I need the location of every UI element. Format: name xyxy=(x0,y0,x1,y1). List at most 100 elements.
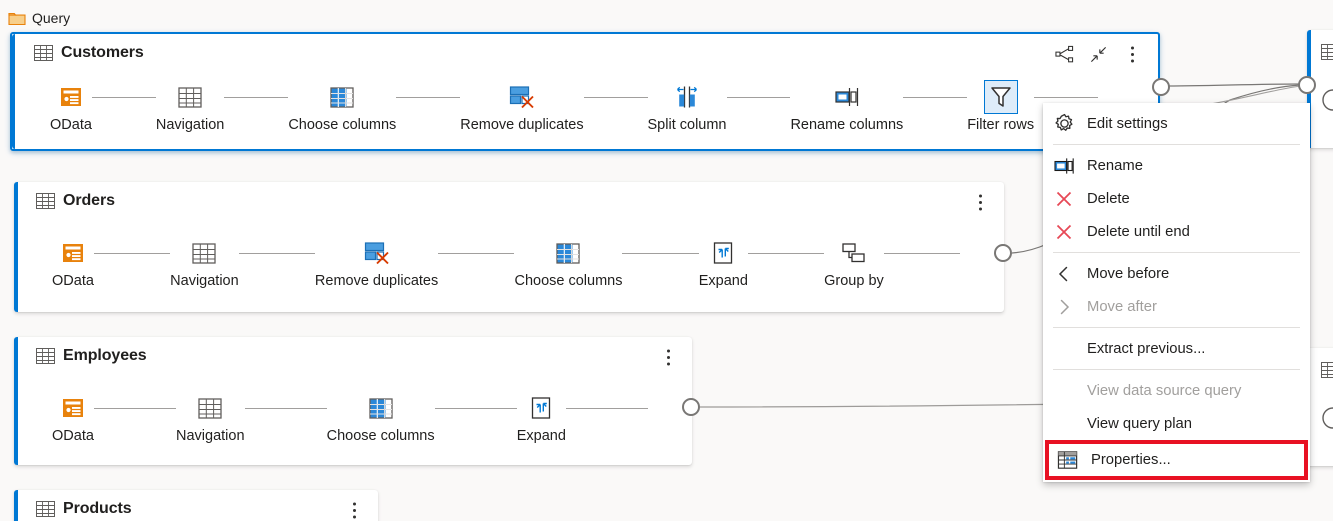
step-icon-box[interactable] xyxy=(706,236,740,270)
more-options-icon[interactable] xyxy=(342,498,366,521)
step-odata[interactable]: OData xyxy=(50,80,92,133)
menu-separator xyxy=(1053,369,1300,370)
odata-icon xyxy=(59,85,83,109)
expand-icon xyxy=(711,241,735,265)
step-icon-box[interactable] xyxy=(56,236,90,270)
step-icon-box[interactable] xyxy=(551,236,585,270)
step-label: Remove duplicates xyxy=(460,117,584,133)
step-icon-box[interactable] xyxy=(360,236,394,270)
step-navigation[interactable]: Navigation xyxy=(155,80,225,133)
step-icon-box[interactable] xyxy=(187,236,221,270)
odata-icon xyxy=(61,241,85,265)
output-node[interactable] xyxy=(1298,76,1316,94)
step-group-by[interactable]: Group by xyxy=(824,236,884,289)
step-connector xyxy=(438,236,515,270)
step-icon-box[interactable] xyxy=(325,80,359,114)
menu-item-properties[interactable]: Properties... xyxy=(1045,440,1308,480)
step-choose-columns[interactable]: Choose columns xyxy=(327,391,435,444)
step-connector xyxy=(238,236,315,270)
step-odata[interactable]: OData xyxy=(52,391,94,444)
filter-rows-icon xyxy=(989,85,1013,109)
rename-columns-icon xyxy=(834,86,860,108)
menu-item-extract-previous[interactable]: Extract previous... xyxy=(1043,332,1310,365)
step-remove-duplicates[interactable]: Remove duplicates xyxy=(315,236,438,289)
odata-icon xyxy=(1321,88,1333,117)
step-icon-box[interactable] xyxy=(524,391,558,425)
menu-item-edit-settings[interactable]: Edit settings xyxy=(1043,107,1310,140)
collapse-icon[interactable] xyxy=(1086,42,1110,66)
step-choose-columns[interactable]: Choose columns xyxy=(288,80,396,133)
step-odata[interactable]: OData xyxy=(52,236,94,289)
card-toolbar-employees xyxy=(656,345,680,369)
step-remove-duplicates[interactable]: Remove duplicates xyxy=(460,80,584,133)
menu-separator xyxy=(1053,144,1300,145)
step-icon-box[interactable] xyxy=(505,80,539,114)
step-icon-box[interactable] xyxy=(193,391,227,425)
step-icon-box[interactable] xyxy=(364,391,398,425)
step-icon-box[interactable] xyxy=(830,80,864,114)
menu-item-move-before[interactable]: Move before xyxy=(1043,257,1310,290)
step-expand[interactable]: Expand xyxy=(517,391,566,444)
properties-icon xyxy=(1057,450,1079,470)
chevron-left-icon xyxy=(1055,265,1073,283)
menu-item-rename[interactable]: Rename xyxy=(1043,149,1310,182)
menu-item-delete[interactable]: Delete xyxy=(1043,182,1310,215)
query-card-customers[interactable]: Customers xyxy=(10,32,1160,151)
step-label: Navigation xyxy=(176,428,245,444)
step-connector-tail xyxy=(883,236,961,270)
gear-icon xyxy=(1054,113,1075,134)
card-accent-bar xyxy=(14,490,18,521)
step-connector xyxy=(91,80,156,114)
output-node-orders[interactable] xyxy=(994,244,1012,262)
split-column-icon xyxy=(674,85,700,109)
menu-item-label: Delete xyxy=(1087,190,1130,207)
step-icon-box[interactable] xyxy=(983,80,1018,114)
step-choose-columns[interactable]: Choose columns xyxy=(514,236,622,289)
step-icon-box[interactable] xyxy=(173,80,207,114)
step-connector-tail xyxy=(565,391,648,425)
delete-x-icon xyxy=(1054,189,1074,209)
odata-icon xyxy=(61,396,85,420)
share-diagram-icon[interactable] xyxy=(1052,42,1076,66)
menu-item-delete-until-end[interactable]: Delete until end xyxy=(1043,215,1310,248)
step-label: Navigation xyxy=(155,117,225,133)
breadcrumb-label: Query xyxy=(32,10,71,26)
rename-icon xyxy=(1053,157,1075,175)
step-label: OData xyxy=(50,117,92,133)
more-options-icon[interactable] xyxy=(968,190,992,214)
navigation-table-icon xyxy=(192,242,217,264)
card-title: Employees xyxy=(63,347,147,364)
step-filter-rows[interactable]: Filter rows xyxy=(967,80,1034,133)
step-label: OData xyxy=(52,273,94,289)
step-navigation[interactable]: Navigation xyxy=(176,391,245,444)
query-card-partial-bottom[interactable] xyxy=(1307,348,1333,466)
properties-icon xyxy=(1057,449,1079,471)
more-options-icon[interactable] xyxy=(1120,42,1144,66)
step-expand[interactable]: Expand xyxy=(699,236,748,289)
step-navigation[interactable]: Navigation xyxy=(170,236,239,289)
steps-strip-orders: OData Navigation Remove duplicates Choose c… xyxy=(52,236,961,298)
step-icon-box[interactable] xyxy=(54,80,88,114)
step-split-column[interactable]: Split column xyxy=(648,80,727,133)
step-icon-box[interactable] xyxy=(837,236,871,270)
step-icon-box[interactable] xyxy=(56,391,90,425)
step-icon-box[interactable] xyxy=(670,80,704,114)
card-toolbar-customers xyxy=(1052,42,1144,66)
choose-columns-icon xyxy=(368,397,393,419)
output-node-customers[interactable] xyxy=(1152,78,1170,96)
query-card-products[interactable]: Products xyxy=(14,490,378,521)
output-node-employees[interactable] xyxy=(682,398,700,416)
menu-item-view-query-plan[interactable]: View query plan xyxy=(1043,407,1310,440)
step-rename-columns[interactable]: Rename columns xyxy=(790,80,903,133)
menu-icon-placeholder xyxy=(1053,338,1075,360)
step-label: Split column xyxy=(647,117,727,133)
more-options-icon[interactable] xyxy=(656,345,680,369)
table-icon xyxy=(1321,44,1333,65)
card-accent-bar xyxy=(14,337,18,465)
table-icon xyxy=(34,45,53,61)
folder-icon xyxy=(8,11,26,26)
remove-duplicates-icon xyxy=(364,241,390,265)
